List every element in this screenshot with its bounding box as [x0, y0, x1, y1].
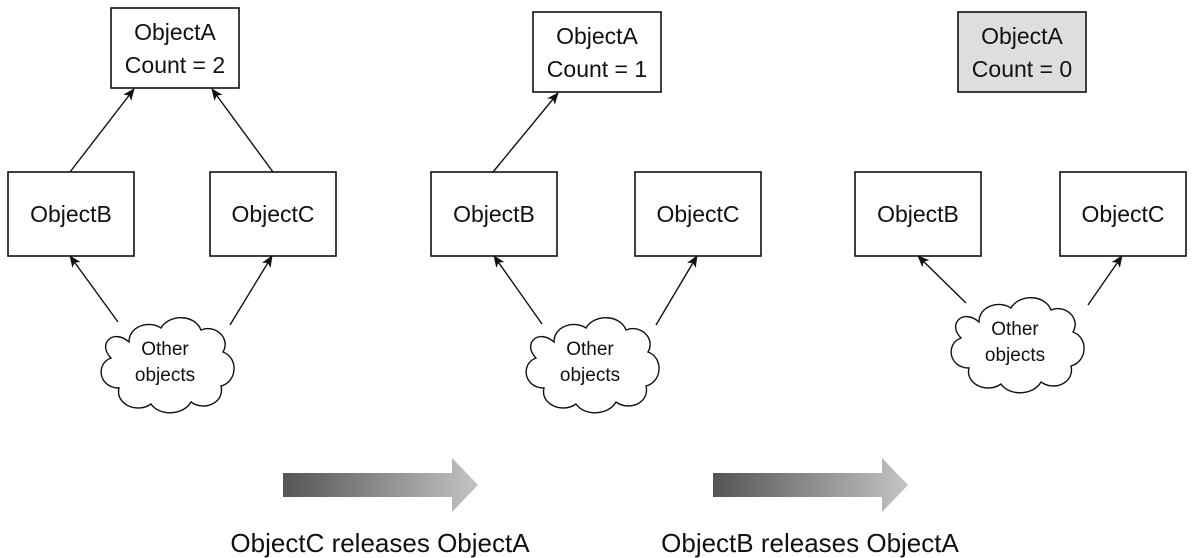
object-b-name: ObjectB: [30, 201, 112, 227]
reference-arrow-cloud-to-c: [1087, 255, 1123, 306]
object-c-name: ObjectC: [656, 201, 739, 227]
cloud-label-line-2: objects: [560, 365, 620, 386]
object-a-count: Count = 0: [972, 56, 1072, 82]
object-a-count: Count = 2: [125, 52, 225, 78]
object-a-name: ObjectA: [134, 19, 216, 45]
object-a-count: Count = 1: [547, 56, 647, 82]
object-b-box: ObjectB: [430, 171, 558, 257]
transition-1: ObjectC releases ObjectA: [230, 458, 530, 558]
other-objects-cloud: Other objects: [100, 317, 235, 414]
object-c-box: ObjectC: [634, 171, 762, 257]
object-b-box: ObjectB: [7, 171, 135, 257]
reference-arrow-c-to-a: [211, 88, 274, 173]
object-a-name: ObjectA: [556, 23, 638, 49]
stage-1: ObjectA Count = 2 ObjectB ObjectC Other …: [7, 7, 337, 414]
object-a-box-released: ObjectA Count = 0: [957, 11, 1087, 93]
transition-2: ObjectB releases ObjectA: [661, 458, 959, 558]
object-a-box: ObjectA Count = 2: [110, 7, 240, 89]
reference-arrow-cloud-to-c: [229, 255, 273, 326]
cloud-label-line-1: Other: [141, 339, 189, 360]
stage-2: ObjectA Count = 1 ObjectB ObjectC Other …: [430, 11, 762, 414]
object-c-name: ObjectC: [231, 201, 314, 227]
transition-caption: ObjectC releases ObjectA: [230, 528, 530, 558]
other-objects-cloud: Other objects: [525, 317, 660, 414]
cloud-label-line-1: Other: [566, 339, 614, 360]
object-b-box: ObjectB: [854, 171, 982, 257]
other-objects-cloud: Other objects: [950, 297, 1085, 394]
transition-arrow: [283, 458, 478, 512]
object-b-name: ObjectB: [877, 201, 959, 227]
object-c-name: ObjectC: [1081, 201, 1164, 227]
transition-caption: ObjectB releases ObjectA: [661, 528, 959, 558]
transition-arrow: [713, 458, 908, 512]
cloud-label-line-1: Other: [991, 319, 1039, 340]
reference-arrow-cloud-to-b: [493, 255, 543, 325]
object-a-box: ObjectA Count = 1: [532, 11, 662, 93]
stage-3: ObjectA Count = 0 ObjectB ObjectC Other …: [854, 11, 1187, 394]
reference-arrow-cloud-to-c: [655, 255, 698, 326]
object-c-box: ObjectC: [209, 171, 337, 257]
reference-arrow-b-to-a: [69, 88, 135, 173]
object-b-name: ObjectB: [453, 201, 535, 227]
reference-arrow-cloud-to-b: [69, 255, 119, 323]
cloud-label-line-2: objects: [135, 365, 195, 386]
reference-arrow-cloud-to-b: [917, 255, 967, 304]
cloud-label-line-2: objects: [985, 345, 1045, 366]
object-a-name: ObjectA: [981, 23, 1063, 49]
reference-arrow-b-to-a: [492, 92, 559, 173]
object-c-box: ObjectC: [1059, 171, 1187, 257]
